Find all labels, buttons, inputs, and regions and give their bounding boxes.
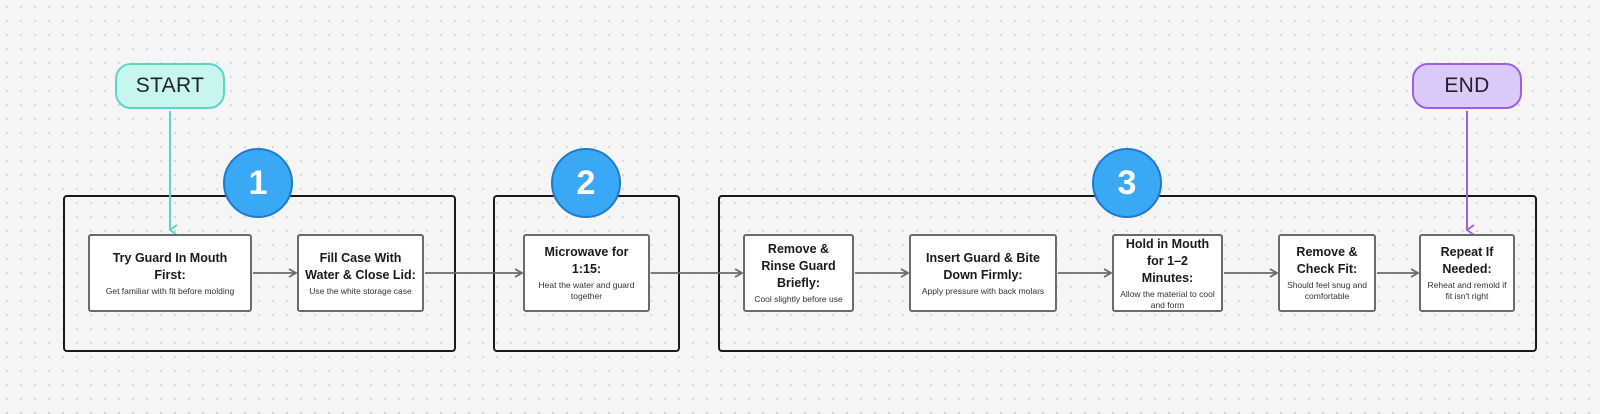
step-1-title: Try Guard In Mouth First: xyxy=(112,250,228,282)
phase-1-badge: 1 xyxy=(223,148,293,218)
step-6-description: Allow the material to cool and form xyxy=(1120,288,1215,310)
step-3-description: Heat the water and guard together xyxy=(538,280,635,301)
end-terminal: END xyxy=(1412,63,1522,109)
step-2-box: Fill Case With Water & Close Lid: Use th… xyxy=(297,234,424,312)
step-5-title: Insert Guard & Bite Down Firmly: xyxy=(926,250,1040,282)
step-8-description: Reheat and remold if fit isn't right xyxy=(1427,280,1507,301)
step-8-box: Repeat If Needed: Reheat and remold if f… xyxy=(1419,234,1515,312)
step-8-title: Repeat If Needed: xyxy=(1440,245,1494,276)
step-5-box: Insert Guard & Bite Down Firmly: Apply p… xyxy=(909,234,1057,312)
step-6-title: Hold in Mouth for 1–2 Minutes: xyxy=(1125,236,1210,285)
step-7-box: Remove & Check Fit: Should feel snug and… xyxy=(1278,234,1376,312)
phase-3-badge: 3 xyxy=(1092,148,1162,218)
step-2-description: Use the white storage case xyxy=(309,285,412,296)
step-7-title: Remove & Check Fit: xyxy=(1296,245,1358,276)
step-6-box: Hold in Mouth for 1–2 Minutes: Allow the… xyxy=(1112,234,1223,312)
step-3-title: Microwave for 1:15: xyxy=(544,245,629,276)
step-7-description: Should feel snug and comfortable xyxy=(1287,280,1367,301)
step-4-title: Remove & Rinse Guard Briefly: xyxy=(761,242,836,290)
step-2-title: Fill Case With Water & Close Lid: xyxy=(305,250,416,282)
phase-2-badge: 2 xyxy=(551,148,621,218)
step-5-description: Apply pressure with back molars xyxy=(921,285,1045,296)
step-1-description: Get familiar with fit before molding xyxy=(105,285,235,296)
step-4-box: Remove & Rinse Guard Briefly: Cool sligh… xyxy=(743,234,854,312)
step-3-box: Microwave for 1:15: Heat the water and g… xyxy=(523,234,650,312)
step-4-description: Cool slightly before use xyxy=(754,294,843,304)
start-terminal: START xyxy=(115,63,225,109)
step-1-box: Try Guard In Mouth First: Get familiar w… xyxy=(88,234,252,312)
